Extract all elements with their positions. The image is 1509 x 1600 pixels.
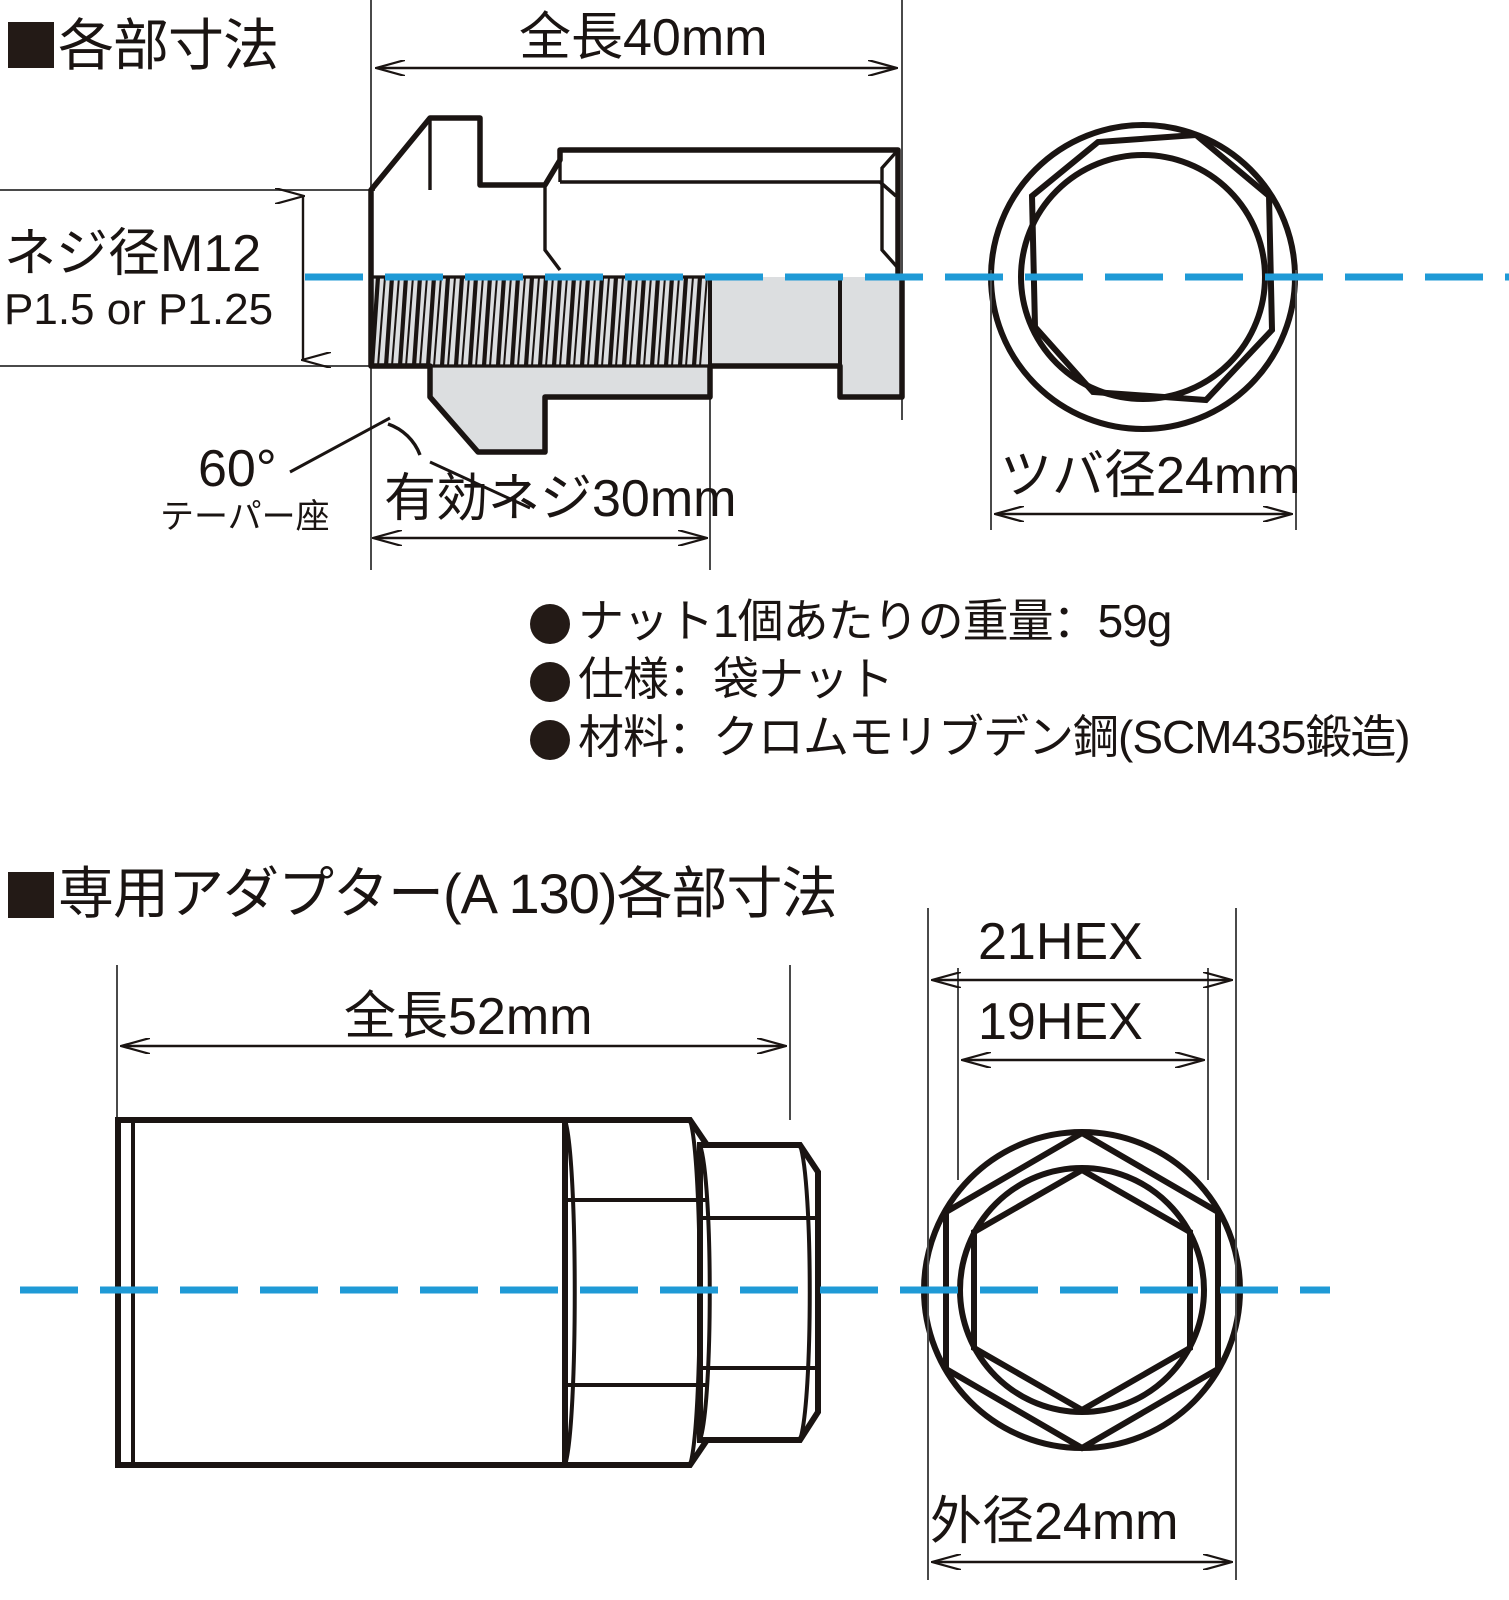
spec-item-2: 材料：クロムモリブデン鋼(SCM435鍛造): [578, 711, 1411, 763]
overall-length-label: 全長40mm: [519, 9, 768, 67]
taper-angle-leader: [289, 416, 531, 510]
spec-bullet-1: [530, 662, 570, 702]
section2-title: 専用アダプター(A 130)各部寸法: [58, 862, 838, 925]
nut-detail-lines: [428, 118, 900, 272]
section1-bullet-square: [8, 22, 54, 68]
spec-item-1: 仕様：袋ナット: [578, 653, 894, 705]
thread-diameter-label-line2: P1.5 or P1.25: [4, 285, 274, 334]
taper-seat-label: テーパー座: [160, 498, 330, 536]
section2-bullet-square: [8, 872, 54, 918]
adapter-hex-dimensions: [927, 908, 1237, 1580]
taper-angle-label: 60°: [198, 440, 277, 498]
hex19-label: 19HEX: [978, 993, 1143, 1051]
effective-thread-label: 有効ネジ30mm: [384, 470, 737, 528]
hex21-label: 21HEX: [978, 913, 1143, 971]
nut-bore-lines: [708, 277, 842, 368]
spec-bullet-2: [530, 720, 570, 760]
adapter-length-label: 全長52mm: [344, 988, 593, 1046]
section1-title: 各部寸法: [58, 14, 279, 77]
thread-diameter-label-line1: ネジ径M12: [4, 225, 262, 283]
flange-diameter-dimension: [990, 270, 1297, 530]
spec-bullet-0: [530, 604, 570, 644]
flange-diameter-label: ツバ径24mm: [1000, 447, 1301, 505]
spec-item-0: ナット1個あたりの重量：59g: [578, 595, 1172, 647]
adapter-extension-lines: [116, 965, 791, 1120]
outer-diameter-label: 外径24mm: [930, 1493, 1179, 1551]
